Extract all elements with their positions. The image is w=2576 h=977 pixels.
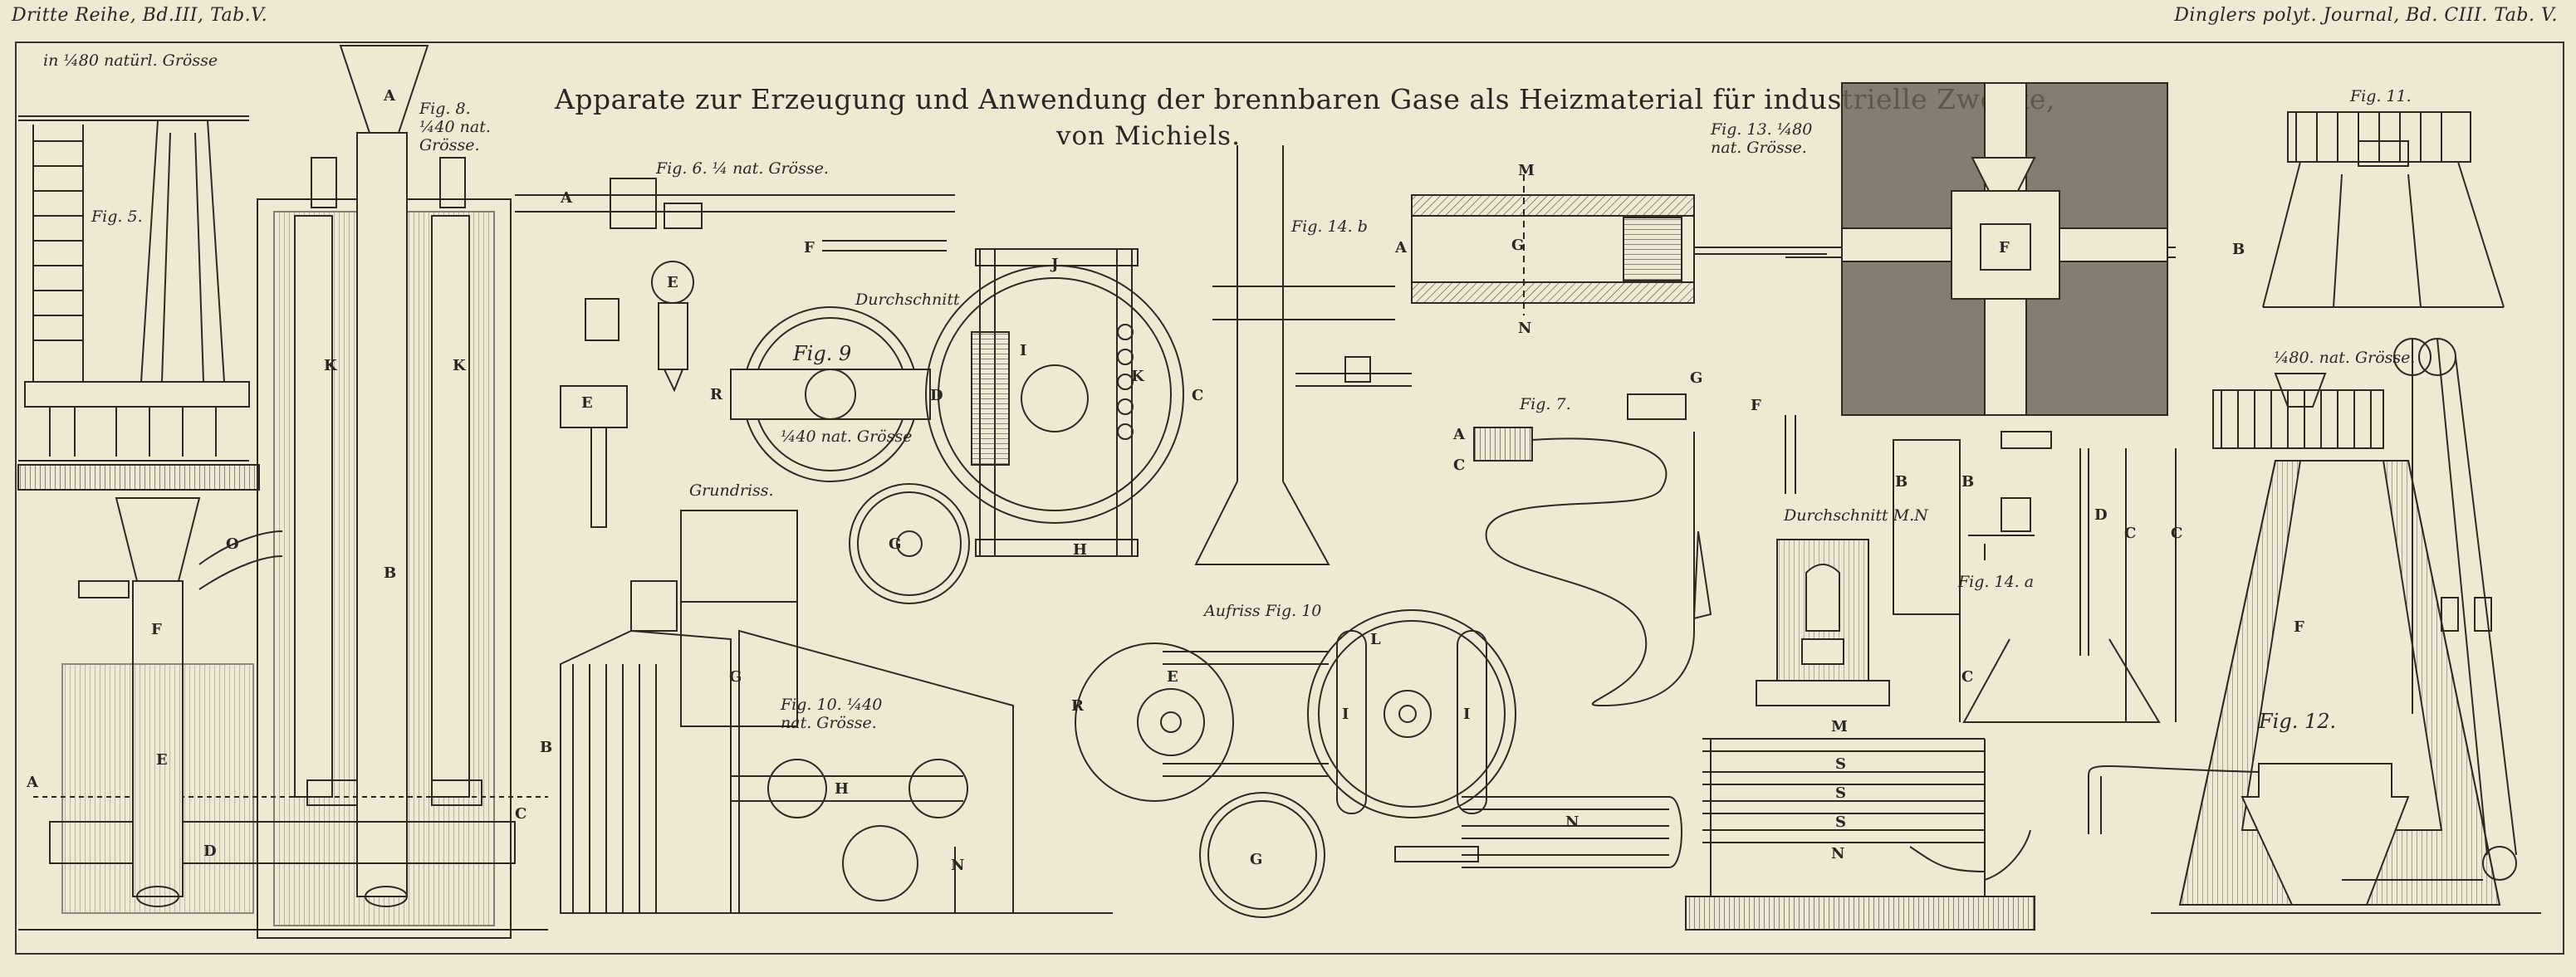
fig8-drawing xyxy=(33,45,548,939)
plate-author: von Michiels. xyxy=(1056,121,1241,151)
fig9-caption: Fig. 9 xyxy=(793,342,852,365)
letter-n-flue: N xyxy=(1831,845,1845,862)
letter-n-aufriss: N xyxy=(1565,813,1579,831)
letter-g-fig10: G xyxy=(729,668,742,686)
letter-a-generator: A xyxy=(27,774,38,791)
letter-a-fig6: A xyxy=(561,189,572,207)
letter-a-fig13: A xyxy=(1395,239,1407,256)
letter-m-fig13: M xyxy=(1518,162,1535,179)
plate-frame xyxy=(15,42,2564,955)
letter-b-fig8: B xyxy=(384,564,397,582)
letter-d-fig8: D xyxy=(203,843,217,860)
letter-d-fig9: D xyxy=(930,387,943,404)
fig14a-caption: Fig. 14. a xyxy=(1958,573,2035,591)
letter-m-flue: M xyxy=(1831,718,1848,735)
fig11-drawing xyxy=(2262,111,2505,308)
letter-f-generator: F xyxy=(151,621,162,638)
letter-i-aufriss-right: I xyxy=(1463,706,1471,723)
letter-e-aufriss: E xyxy=(1167,668,1178,686)
letter-k-fig8-right: K xyxy=(453,357,466,374)
fig9-scale-caption: ¼40 nat. Grösse xyxy=(781,427,913,446)
letter-i-aufriss-left: I xyxy=(1342,706,1349,723)
fig14b-caption: Fig. 14. b xyxy=(1291,217,1368,236)
letter-e-fig6: E xyxy=(667,274,678,291)
letter-c-fig14a-right: C xyxy=(2171,525,2183,542)
durchschnitt-mn-drawing xyxy=(1756,539,1890,706)
letter-c-fig7: C xyxy=(1453,457,1466,474)
fig10-caption: Fig. 10. ¼40 nat. Grösse. xyxy=(781,696,883,732)
letter-a-fig8: A xyxy=(384,87,395,105)
letter-s-flue-3: S xyxy=(1835,813,1846,831)
letter-i-fig9: I xyxy=(1020,342,1027,359)
fig9-drawing xyxy=(730,248,1184,604)
fig12-caption: Fig. 12. xyxy=(2259,710,2337,733)
durchschnitt-caption: Durchschnitt xyxy=(855,291,960,309)
fig-generator-drawing xyxy=(61,497,283,914)
letter-c-fig14a-lower: C xyxy=(1961,668,1974,686)
fig14b-drawing xyxy=(1194,145,1412,565)
letter-j-fig9: J xyxy=(1051,256,1059,273)
fig13-caption: Fig. 13. ¼80 nat. Grösse. xyxy=(1711,120,1813,157)
letter-f-fig13: F xyxy=(1999,239,2010,256)
fig14a-drawing xyxy=(1893,431,2177,723)
letter-g-fig9: G xyxy=(889,535,902,553)
fig12-drawing xyxy=(2088,338,2541,914)
letter-n-fig13: N xyxy=(1518,320,1532,337)
letter-b-fig13: B xyxy=(2232,241,2245,258)
fig5-drawing xyxy=(17,115,260,491)
letter-g-fig7: G xyxy=(1690,369,1703,387)
fig10-aufriss-caption: Aufriss Fig. 10 xyxy=(1204,602,1322,620)
grundriss-caption: Grundriss. xyxy=(689,481,774,500)
letter-h-fig10: H xyxy=(835,780,850,798)
letter-g-aufriss: G xyxy=(1250,851,1263,868)
letter-e-generator: E xyxy=(156,751,168,769)
letter-n-fig10: N xyxy=(951,857,965,874)
fig7-caption: Fig. 7. xyxy=(1520,395,1571,413)
plate-title: Apparate zur Erzeugung und Anwendung der… xyxy=(555,83,2055,115)
fig11-caption: Fig. 11. xyxy=(2350,87,2412,105)
letter-f-fig6: F xyxy=(804,239,815,256)
letter-o-generator: O xyxy=(226,535,239,553)
letter-s-flue-1: S xyxy=(1835,755,1846,773)
letter-k-fig9: K xyxy=(1131,368,1144,385)
letter-f-fig7: F xyxy=(1751,397,1761,414)
fig6-caption: Fig. 6. ¼ nat. Grösse. xyxy=(656,159,829,178)
letter-k-fig8-left: K xyxy=(324,357,337,374)
letter-c-fig8: C xyxy=(515,805,527,823)
letter-e-fig6-lower: E xyxy=(581,394,593,412)
journal-header: Dinglers polyt. Journal, Bd. CIII. Tab. … xyxy=(2174,5,2558,26)
durchschnitt-mn-caption: Durchschnitt M.N xyxy=(1784,506,1928,525)
letter-b-fig8-right: B xyxy=(540,739,553,756)
fig5-caption: Fig. 5. xyxy=(91,208,143,226)
plate-series-header: Dritte Reihe, Bd.III, Tab.V. xyxy=(12,5,268,26)
letter-a-fig7: A xyxy=(1453,426,1465,443)
letter-g-fig13: G xyxy=(1511,237,1525,254)
letter-l-aufriss: L xyxy=(1370,631,1381,648)
letter-c-fig9: C xyxy=(1192,387,1204,404)
flue-stack-drawing xyxy=(1685,738,2035,931)
letter-d-fig14a: D xyxy=(2094,506,2108,524)
letter-s-flue-2: S xyxy=(1835,784,1846,802)
letter-f-fig12: F xyxy=(2294,618,2304,636)
letter-b-fig14a-right: B xyxy=(1961,473,1975,491)
letter-r-aufriss: R xyxy=(1071,697,1084,715)
fig6-drawing xyxy=(515,178,955,528)
letter-c-fig14a: C xyxy=(2124,525,2137,542)
letter-r-fig9: R xyxy=(710,386,722,403)
letter-h-fig9: H xyxy=(1073,541,1088,559)
fig10-aufriss-drawing xyxy=(1075,609,1682,918)
fig8-caption: Fig. 8. ¼40 nat. Grösse. xyxy=(419,100,491,154)
fig5-scale-caption: in ¼80 natürl. Grösse xyxy=(43,51,218,70)
letter-b-fig14a: B xyxy=(1895,473,1908,491)
fig13-cross-drawing xyxy=(1841,82,2168,416)
fig7-drawing xyxy=(1473,393,1796,707)
fig12-scale-caption: ¼80. nat. Grösse. xyxy=(2274,349,2416,367)
